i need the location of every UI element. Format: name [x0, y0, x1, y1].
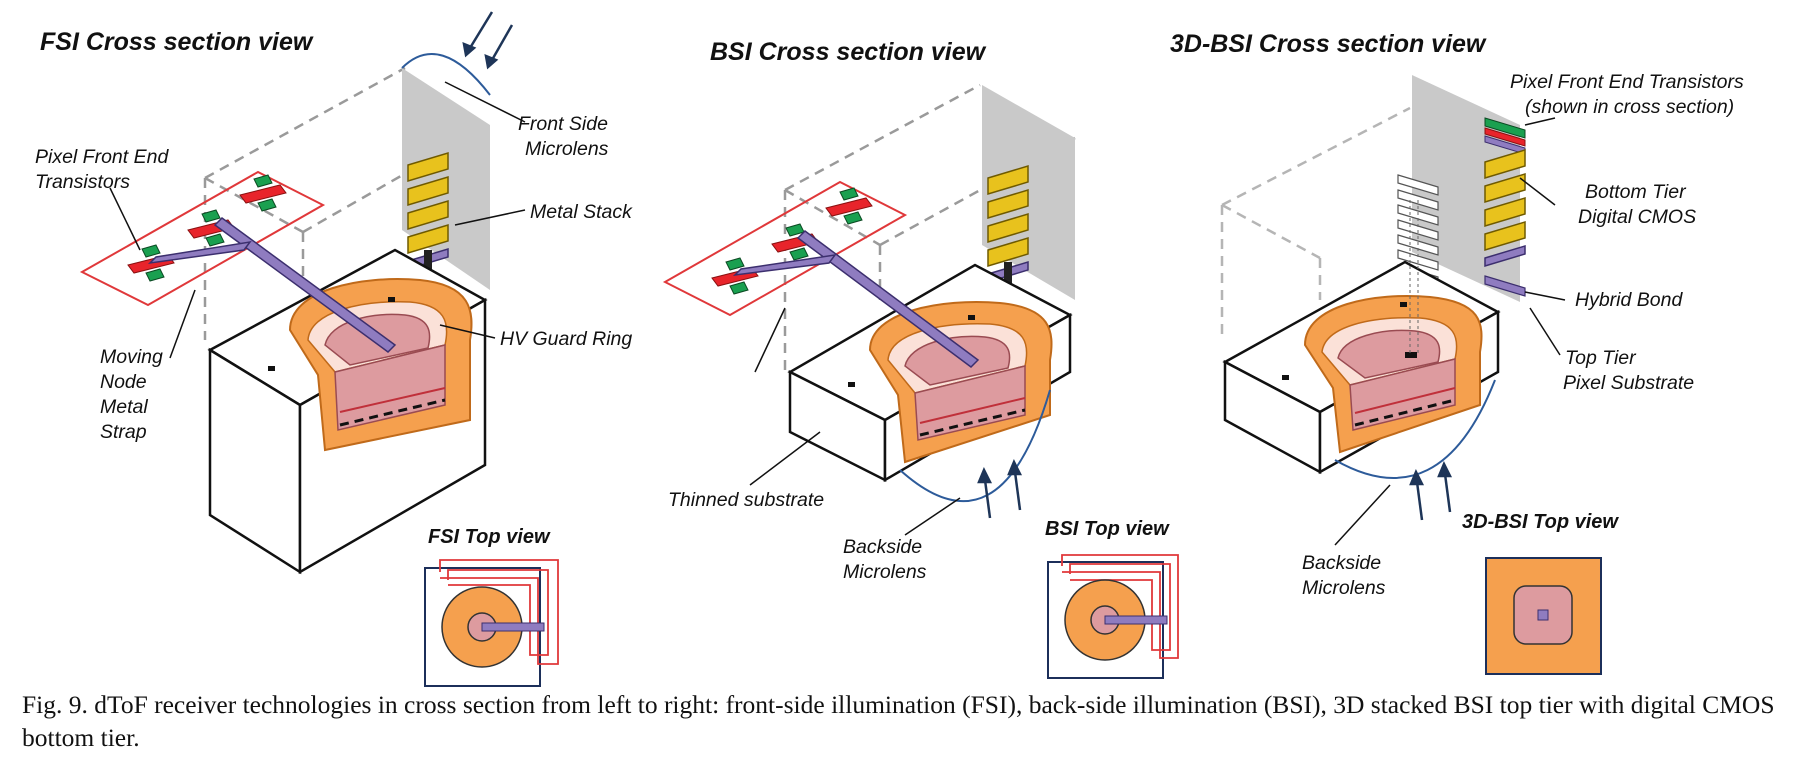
- fsi-leaders: [109, 81, 526, 359]
- bsi3d-guard-ring: [1303, 295, 1483, 454]
- bsi3d-top-view: [1485, 557, 1602, 675]
- fsi-via: [424, 250, 432, 275]
- bsi-dashed-outline: [783, 83, 1076, 370]
- bsi3d-cross-title: 3D-BSI Cross section view: [1170, 30, 1487, 58]
- bsi3d-hybrid-bond-lines: [1409, 200, 1419, 355]
- fsi-microlens-label-2: Microlens: [525, 138, 609, 160]
- bsi3d-microlens-label-2: Microlens: [1302, 577, 1386, 599]
- bsi3d-bottom-tier-label-1: Bottom Tier: [1585, 181, 1687, 203]
- bsi3d-panel: 3D-BSI Cross section view: [1170, 30, 1744, 675]
- bsi-contact-2: [968, 315, 975, 320]
- bsi-panel: BSI Cross section view: [662, 38, 1179, 679]
- bsi-via: [1004, 262, 1012, 284]
- bsi-metal-strap: [796, 230, 980, 368]
- fsi-transistors-label-1: Pixel Front End: [35, 146, 169, 168]
- fsi-light-arrows: [462, 11, 514, 70]
- bsi3d-hybrid-bond-layer: [1484, 275, 1526, 297]
- bsi3d-top-tier-label-2: Pixel Substrate: [1563, 372, 1694, 394]
- bsi3d-light-arrows: [1409, 460, 1453, 521]
- fsi-strap-label-4: Strap: [100, 421, 147, 443]
- fsi-transistors-label-2: Transistors: [35, 171, 130, 193]
- fsi-contact: [268, 366, 275, 371]
- bsi-transistor-1: [711, 257, 759, 295]
- bsi3d-dashed-outline: [1220, 106, 1411, 340]
- fsi-metal-strap: [213, 217, 397, 353]
- bsi3d-top-tier-label-1: Top Tier: [1565, 347, 1637, 369]
- fsi-strap-link: [147, 240, 252, 265]
- bsi-transistor-outline: [662, 180, 908, 317]
- bsi-top-title: BSI Top view: [1045, 518, 1170, 540]
- bsi3d-backside-microlens: [1334, 379, 1496, 479]
- bsi-contact: [848, 382, 855, 387]
- fsi-transistor-outline: [79, 170, 326, 307]
- fsi-metal-stack-label: Metal Stack: [530, 201, 633, 223]
- bsi3d-leaders: [1334, 117, 1566, 546]
- bsi-light-arrows: [977, 458, 1023, 519]
- fsi-guard-ring-label: HV Guard Ring: [500, 328, 632, 350]
- fsi-panel: FSI Cross section view: [35, 11, 633, 687]
- bsi3d-contact-2: [1400, 302, 1407, 307]
- fsi-strap-label-1: Moving: [100, 346, 163, 368]
- bsi3d-transistors-label-1: Pixel Front End Transistors: [1510, 71, 1744, 93]
- bsi-microlens-label-2: Microlens: [843, 561, 927, 583]
- bsi-top-view: [1047, 554, 1179, 679]
- bsi3d-bottom-tier-stack: [1484, 117, 1526, 155]
- fsi-cross-title: FSI Cross section view: [40, 28, 314, 56]
- fsi-microlens-label-1: Front Side: [518, 113, 608, 135]
- figure-caption: Fig. 9. dToF receiver technologies in cr…: [22, 690, 1775, 752]
- bsi-guard-ring: [868, 301, 1053, 464]
- bsi3d-bottom-tier-label-2: Digital CMOS: [1578, 206, 1696, 228]
- fsi-transistor-3: [239, 174, 287, 212]
- bsi3d-microlens-label-1: Backside: [1302, 552, 1381, 574]
- bsi-strap-link: [732, 253, 837, 277]
- fsi-strap-label-3: Metal: [100, 396, 148, 418]
- bsi-microlens-label-1: Backside: [843, 536, 922, 558]
- fsi-top-title: FSI Top view: [428, 526, 551, 548]
- bsi3d-hybrid-bond-label: Hybrid Bond: [1575, 289, 1683, 311]
- fsi-front-microlens: [401, 53, 491, 96]
- fsi-guard-ring: [288, 278, 473, 452]
- fsi-contact-2: [388, 297, 395, 302]
- bsi3d-transistors-label-2: (shown in cross section): [1525, 96, 1734, 118]
- fsi-strap-label-2: Node: [100, 371, 147, 393]
- bsi-leaders: [749, 307, 961, 536]
- bsi3d-contact: [1282, 375, 1289, 380]
- fsi-top-view: [424, 559, 559, 687]
- bsi-thinned-label: Thinned substrate: [668, 489, 824, 511]
- bsi-cross-title: BSI Cross section view: [710, 38, 987, 66]
- bsi3d-top-title: 3D-BSI Top view: [1462, 511, 1619, 533]
- bsi3d-bond-pad: [1405, 352, 1417, 358]
